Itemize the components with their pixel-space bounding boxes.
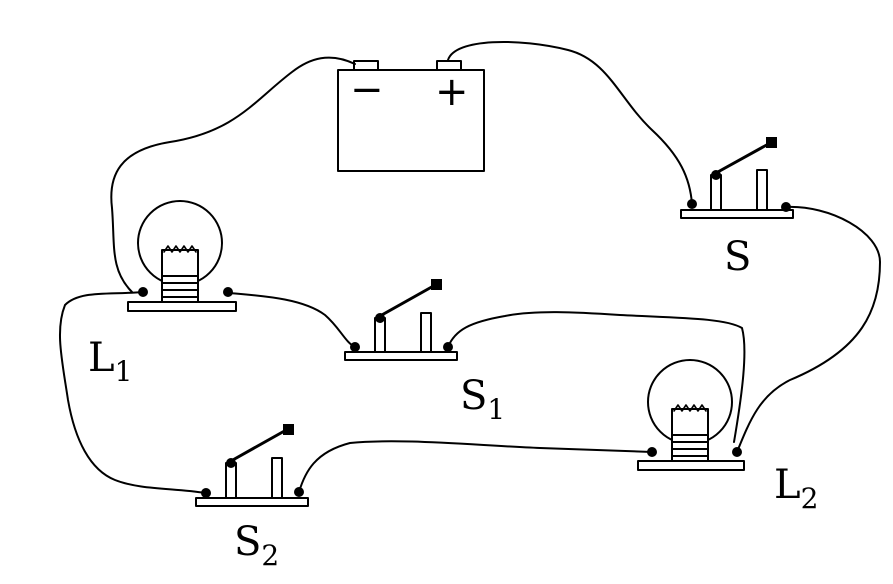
terminal-dot — [443, 342, 453, 352]
terminal-dot — [687, 199, 697, 209]
switch-S-lever-tip — [766, 137, 777, 148]
label-S1-main: S — [460, 373, 488, 419]
switch-S2-post-right — [271, 457, 283, 499]
battery-positive-sign: + — [435, 69, 469, 115]
lamp-L2-symbol — [637, 359, 745, 471]
lamp-L1-filament — [163, 245, 197, 253]
lamp-L1-symbol — [127, 200, 237, 312]
wire-S2-to-L2 — [298, 440, 653, 493]
terminal-dot — [781, 202, 791, 212]
battery-negative-sign: − — [350, 67, 384, 113]
switch-S1-symbol — [344, 282, 458, 361]
label-S2-main: S — [234, 519, 262, 565]
label-L2: L2 — [774, 462, 818, 513]
lamp-L2-filament — [673, 404, 707, 412]
label-L2-sub: 2 — [800, 482, 819, 515]
switch-S1-base — [344, 351, 458, 361]
wire-L1-to-S1 — [227, 292, 356, 348]
switch-S2-symbol — [195, 427, 309, 507]
terminal-dot — [732, 447, 742, 457]
terminal-dots — [138, 137, 791, 498]
label-S: S — [724, 237, 751, 277]
battery-symbol — [337, 60, 485, 172]
terminal-dot — [223, 287, 233, 297]
terminal-dot — [375, 313, 385, 323]
switch-S1-lever — [378, 282, 439, 318]
label-S2: S2 — [234, 519, 279, 570]
battery-positive-terminal — [436, 60, 462, 71]
switch-S-post-right — [756, 169, 768, 211]
switch-S-base — [680, 209, 794, 219]
label-S1-sub: 1 — [487, 393, 506, 426]
switch-S1-post-left — [374, 317, 386, 353]
switch-S-post-left — [710, 174, 722, 211]
terminal-dot — [226, 458, 236, 468]
terminal-dot — [294, 487, 304, 497]
battery-body — [337, 69, 485, 172]
terminal-dot — [138, 287, 148, 297]
label-L1-sub: 1 — [114, 355, 133, 388]
label-S-main: S — [724, 234, 752, 280]
label-S2-sub: 2 — [261, 539, 280, 572]
label-L2-main: L — [774, 462, 801, 508]
lamp-L1-base — [127, 301, 237, 312]
wire-S-to-L2 — [736, 205, 881, 453]
switch-S1-post-right — [420, 312, 432, 353]
lamp-L2-base — [637, 460, 745, 471]
wire-battery-neg-to-L1 — [110, 56, 356, 293]
switch-S-symbol — [680, 140, 794, 219]
switch-S2-lever — [229, 427, 290, 463]
terminal-dot — [201, 488, 211, 498]
switch-S2-base — [195, 497, 309, 507]
label-L1-main: L — [88, 335, 115, 381]
label-S1: S1 — [460, 373, 505, 424]
switch-S-lever — [714, 140, 774, 175]
switch-S2-post-left — [225, 462, 237, 499]
wire-battery-pos-to-S — [447, 40, 693, 205]
terminal-dot — [711, 170, 721, 180]
label-L1: L1 — [88, 335, 132, 386]
terminal-dot — [647, 447, 657, 457]
battery-negative-terminal — [353, 60, 379, 71]
wire-L1-to-S2 — [59, 291, 206, 494]
terminal-dot — [350, 342, 360, 352]
wire-S1-to-L2 — [447, 311, 746, 443]
switch-S2-lever-tip — [283, 424, 294, 435]
switch-S1-lever-tip — [431, 279, 442, 290]
